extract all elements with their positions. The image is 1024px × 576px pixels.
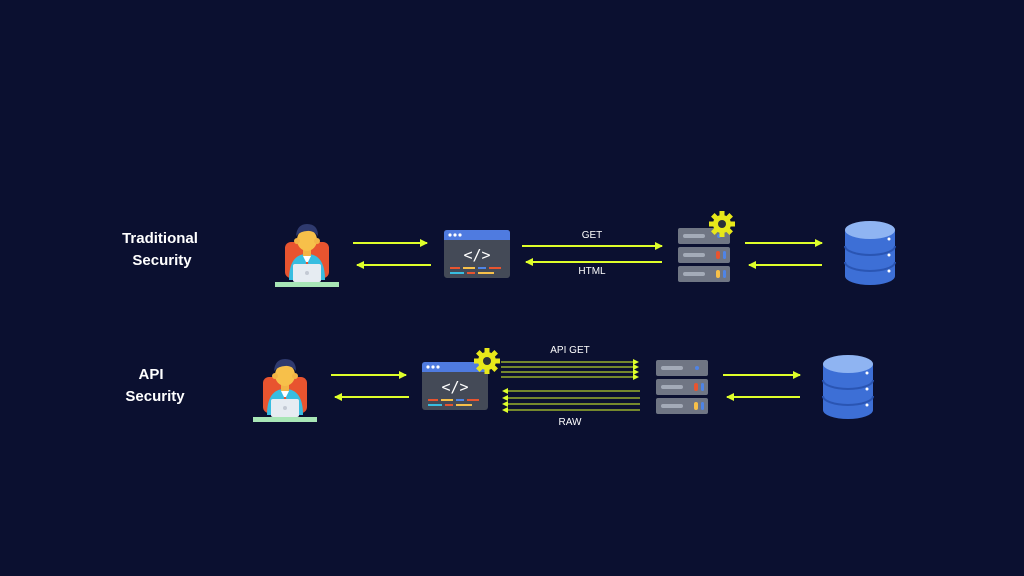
api-security-label: API Security bbox=[105, 364, 205, 408]
traditional-label-line1: Traditional bbox=[122, 230, 198, 247]
database-icon bbox=[844, 220, 896, 286]
gear-icon bbox=[474, 348, 500, 374]
raw-response-label: RAW bbox=[558, 417, 582, 428]
api-label-line2: Security bbox=[125, 388, 185, 405]
traditional-security-label: Traditional Security bbox=[110, 228, 210, 272]
gear-icon bbox=[709, 211, 735, 237]
api-label-line1: API bbox=[138, 366, 164, 383]
database-icon bbox=[822, 354, 874, 420]
api-get-request-label: API GET bbox=[550, 345, 590, 356]
html-response-label: HTML bbox=[578, 266, 606, 277]
traditional-label-line2: Security bbox=[132, 252, 192, 269]
get-request-label: GET bbox=[581, 230, 603, 241]
server-rack-icon bbox=[656, 360, 708, 414]
user-at-laptop-icon bbox=[253, 359, 317, 422]
browser-code-icon bbox=[444, 230, 510, 278]
user-at-laptop-icon bbox=[275, 224, 339, 287]
